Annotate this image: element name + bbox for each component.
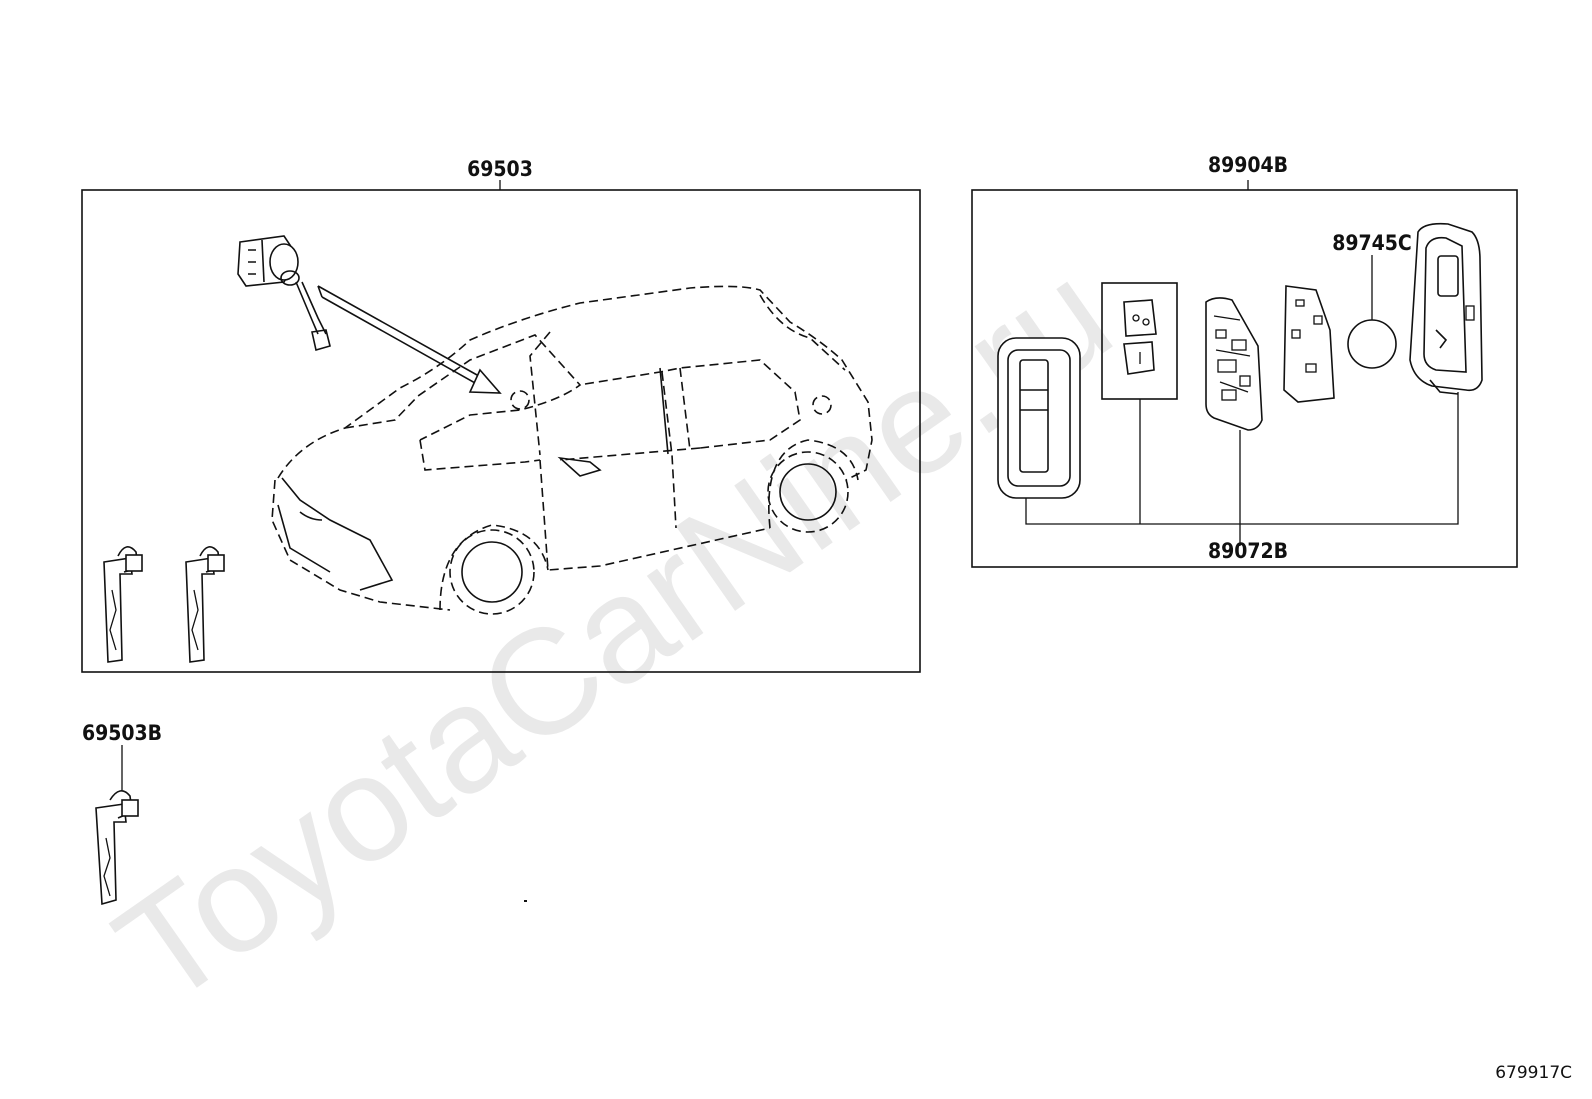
key-blank-icon <box>95 790 139 906</box>
label-89745C: 89745C <box>1332 231 1412 255</box>
key-blank-icon <box>185 546 225 663</box>
label-89904B: 89904B <box>1208 153 1288 177</box>
battery-icon <box>1347 255 1397 369</box>
key-set-group: 69503 <box>81 157 921 673</box>
inner-cover-icon <box>1283 285 1335 403</box>
car-outline-icon <box>271 285 873 615</box>
lock-cylinder-icon <box>237 235 331 352</box>
transmitter-group: 89904B <box>971 153 1518 568</box>
key-case-back-icon <box>1409 222 1483 395</box>
location-arrow <box>317 285 502 394</box>
key-set-frame <box>81 189 921 673</box>
stray-mark <box>524 900 527 902</box>
watermark: ToyotaCarNine.ru <box>87 229 1139 1036</box>
case-parts-bracket <box>1025 392 1459 525</box>
label-69503: 69503 <box>467 157 533 181</box>
label-89072B: 89072B <box>1208 539 1288 563</box>
key-blank-icon <box>103 546 143 663</box>
label-69503B: 69503B <box>82 721 162 745</box>
figure-number: 679917C <box>1495 1063 1572 1083</box>
key-case-front-icon <box>997 337 1081 499</box>
key-blank-group: 69503B <box>82 721 162 906</box>
transmitter-frame <box>971 189 1518 568</box>
circuit-board-icon <box>1205 297 1263 431</box>
button-set-icon <box>1101 282 1178 400</box>
